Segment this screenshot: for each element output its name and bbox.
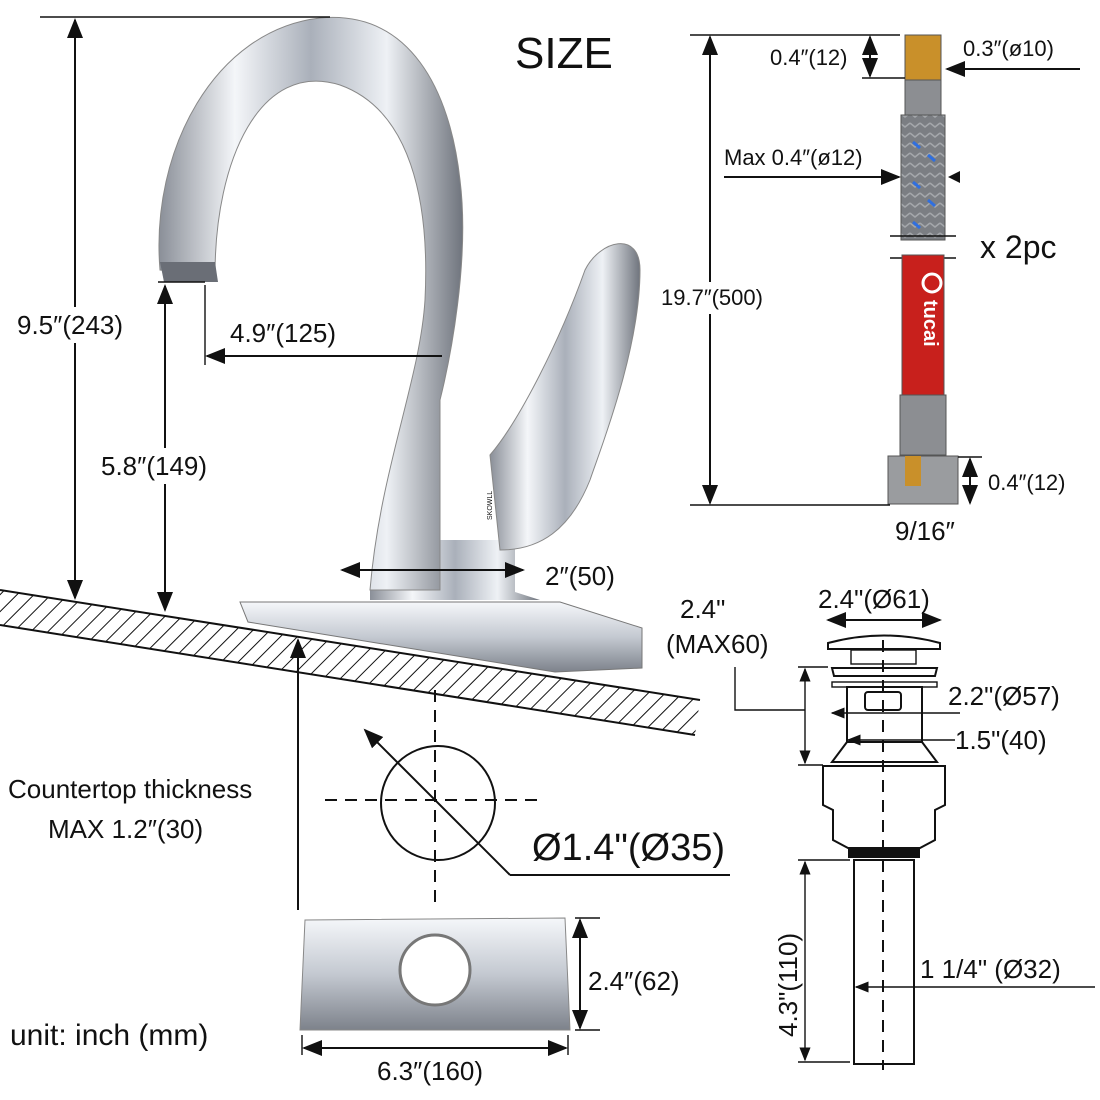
deck-plate-image: 2.4″(62) 6.3″(160) bbox=[299, 917, 680, 1086]
spout-height-label: 5.8″(149) bbox=[101, 451, 207, 481]
unit-note: unit: inch (mm) bbox=[10, 1019, 208, 1052]
plate-width-label: 6.3″(160) bbox=[377, 1056, 483, 1086]
drain-flange-diameter-label: 2.2"(Ø57) bbox=[948, 681, 1060, 711]
drain-dimensions: 2.4"(Ø61) 2.4" (MAX60) 2.2"(Ø57) 1.5"(40… bbox=[666, 584, 1095, 1063]
countertop-section bbox=[0, 589, 701, 736]
drain-body-diameter-label: 1.5"(40) bbox=[955, 725, 1047, 755]
water-supply-hose: tucai bbox=[887, 34, 959, 505]
faucet-brand-mark: SKOWLL bbox=[487, 491, 494, 520]
bottom-nut-thread-label: 9/16″ bbox=[895, 516, 955, 546]
faucet-dimensions: 9.5″(243) 5.8″(149) 4.9″(125) 2″(50) bbox=[10, 16, 615, 910]
hose-dimensions: 19.7″(500) 0.4″(12) 0.3″(ø10) Max 0.4″(ø… bbox=[660, 34, 1080, 546]
hose-brand-logo: tucai bbox=[919, 300, 941, 347]
countertop-thickness-max: MAX 1.2″(30) bbox=[48, 814, 203, 844]
drain-body-height-label-2: (MAX60) bbox=[666, 629, 769, 659]
drain-tail-length-label: 4.3"(110) bbox=[773, 933, 803, 1037]
hose-diameter-label: Max 0.4″(ø12) bbox=[724, 145, 863, 170]
top-fitting-length-label: 0.4″(12) bbox=[770, 45, 848, 70]
page-title: SIZE bbox=[515, 29, 613, 78]
plate-depth-label: 2.4″(62) bbox=[588, 966, 680, 996]
base-width-label: 2″(50) bbox=[545, 561, 615, 591]
countertop-thickness-label: Countertop thickness bbox=[8, 774, 252, 804]
faucet-height-label: 9.5″(243) bbox=[17, 310, 123, 340]
hose-length-label: 19.7″(500) bbox=[661, 285, 763, 310]
drain-cap-diameter-label: 2.4"(Ø61) bbox=[818, 584, 930, 614]
top-fitting-diameter-label: 0.3″(ø10) bbox=[963, 36, 1054, 61]
mounting-hole-diagram: Ø1.4"(Ø35) bbox=[325, 690, 730, 905]
drain-body-height-label-1: 2.4" bbox=[680, 594, 725, 624]
spout-reach-label: 4.9″(125) bbox=[230, 318, 336, 348]
hole-diameter-label: Ø1.4"(Ø35) bbox=[532, 827, 725, 869]
drain-tail-diameter-label: 1 1/4" (Ø32) bbox=[920, 954, 1061, 984]
bottom-nut-length-label: 0.4″(12) bbox=[988, 470, 1066, 495]
hose-quantity-label: x 2pc bbox=[980, 229, 1056, 265]
pop-up-drain-drawing bbox=[822, 634, 946, 1070]
